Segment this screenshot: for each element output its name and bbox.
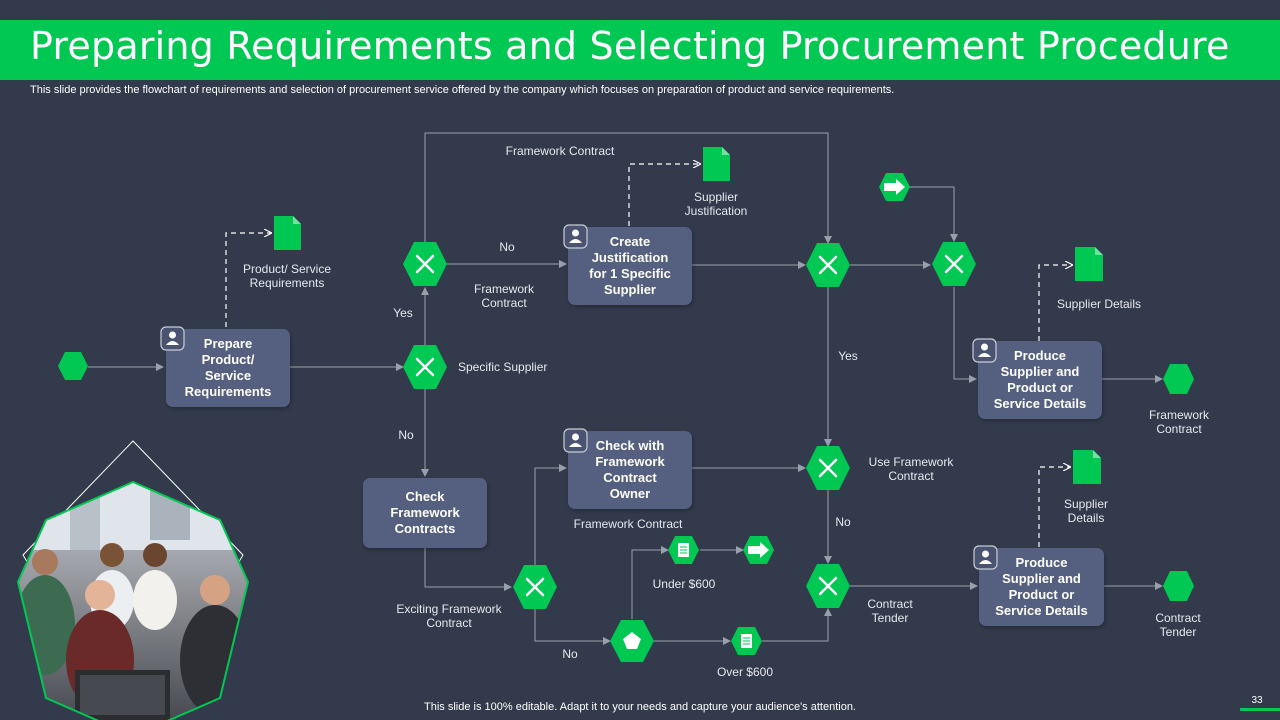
task-label: Product/ — [201, 352, 255, 367]
label-no-left: No — [398, 428, 414, 442]
label-supplier-justification: Supplier Justification — [684, 190, 748, 218]
task-check-framework-contracts[interactable]: Check Framework Contracts — [363, 478, 487, 548]
label-under-600: Under $600 — [652, 577, 716, 591]
x-gateway-icon — [403, 345, 447, 389]
label-yes-left: Yes — [393, 306, 413, 320]
document-icon — [668, 536, 699, 564]
task-produce-details-top[interactable]: Produce Supplier and Product or Service … — [978, 341, 1102, 419]
task-label: for 1 Specific — [589, 266, 671, 281]
label-product-service-requirements: Product/ Service Requirements — [242, 262, 332, 290]
x-gateway-icon — [806, 243, 850, 287]
arrow-event-icon — [879, 173, 910, 201]
task-label: Create — [609, 234, 651, 249]
label-supplier-details-top: Supplier Details — [1056, 297, 1142, 311]
document-icon — [274, 216, 301, 250]
start-event-icon — [58, 352, 88, 380]
page-number-bar — [1240, 708, 1280, 711]
label-over-600: Over $600 — [716, 665, 774, 679]
task-label: Service Details — [993, 396, 1087, 411]
footer-note: This slide is 100% editable. Adapt it to… — [424, 701, 856, 713]
task-label: Product or — [1008, 587, 1075, 602]
page-title: Preparing Requirements and Selecting Pro… — [30, 24, 1230, 68]
x-gateway-icon — [806, 446, 850, 490]
title-bar: Preparing Requirements and Selecting Pro… — [0, 20, 1280, 80]
page-number: 33 — [1251, 695, 1263, 706]
task-label: Service Details — [995, 603, 1088, 618]
label-framework-contract-mid: Framework Contract — [473, 282, 534, 310]
task-label: Produce — [1013, 348, 1066, 363]
task-label: Owner — [609, 486, 651, 501]
label-exciting-framework-contract: Exciting Framework Contract — [396, 602, 502, 630]
label-framework-contract-end: Framework Contract — [1148, 408, 1209, 436]
end-event-icon — [1163, 571, 1194, 601]
end-event-icon — [1163, 364, 1194, 394]
label-no-right: No — [835, 515, 851, 529]
task-label: Contracts — [394, 521, 456, 536]
task-label: Supplier — [603, 282, 656, 297]
task-label: Framework — [390, 505, 460, 520]
document-icon — [731, 627, 762, 655]
task-label: Produce — [1015, 555, 1068, 570]
label-no-bottom: No — [562, 647, 578, 661]
task-label: Check with — [595, 438, 665, 453]
task-label: Supplier and — [1000, 364, 1080, 379]
task-label: Service — [204, 368, 252, 383]
document-icon — [1075, 247, 1103, 281]
label-specific-supplier: Specific Supplier — [458, 360, 548, 374]
task-create-justification[interactable]: Create Justification for 1 Specific Supp… — [568, 227, 692, 305]
task-label: Requirements — [184, 384, 272, 399]
x-gateway-icon — [806, 564, 850, 608]
label-contract-tender-end: Contract Tender — [1155, 611, 1201, 639]
task-label: Prepare — [203, 336, 253, 351]
arrow-event-icon — [743, 536, 774, 564]
x-gateway-icon — [403, 242, 447, 286]
task-label: Check — [405, 489, 445, 504]
task-check-contract-owner[interactable]: Check with Framework Contract Owner — [568, 431, 692, 509]
task-produce-details-bottom[interactable]: Produce Supplier and Product or Service … — [979, 548, 1104, 626]
label-framework-contract-bottom: Framework Contract — [573, 517, 683, 531]
task-label: Justification — [591, 250, 669, 265]
team-photo — [16, 440, 250, 720]
x-gateway-icon — [932, 242, 976, 286]
document-icon — [1073, 450, 1101, 484]
task-label: Product or — [1007, 380, 1073, 395]
task-label: Supplier and — [1002, 571, 1081, 586]
label-no-top: No — [499, 240, 515, 254]
label-framework-contract-top: Framework Contract — [505, 144, 615, 158]
label-supplier-details-bottom: Supplier Details — [1063, 497, 1109, 525]
label-yes-right: Yes — [838, 349, 858, 363]
task-prepare-requirements[interactable]: Prepare Product/ Service Requirements — [166, 329, 290, 407]
page-subtitle: This slide provides the flowchart of req… — [30, 84, 895, 96]
label-contract-tender-mid: Contract Tender — [867, 597, 913, 625]
label-use-framework-contract: Use Framework Contract — [868, 455, 954, 483]
document-icon — [703, 147, 730, 181]
task-label: Framework — [595, 454, 665, 469]
pentagon-gateway-icon — [610, 620, 654, 662]
x-gateway-icon — [513, 565, 557, 609]
task-label: Contract — [603, 470, 657, 485]
